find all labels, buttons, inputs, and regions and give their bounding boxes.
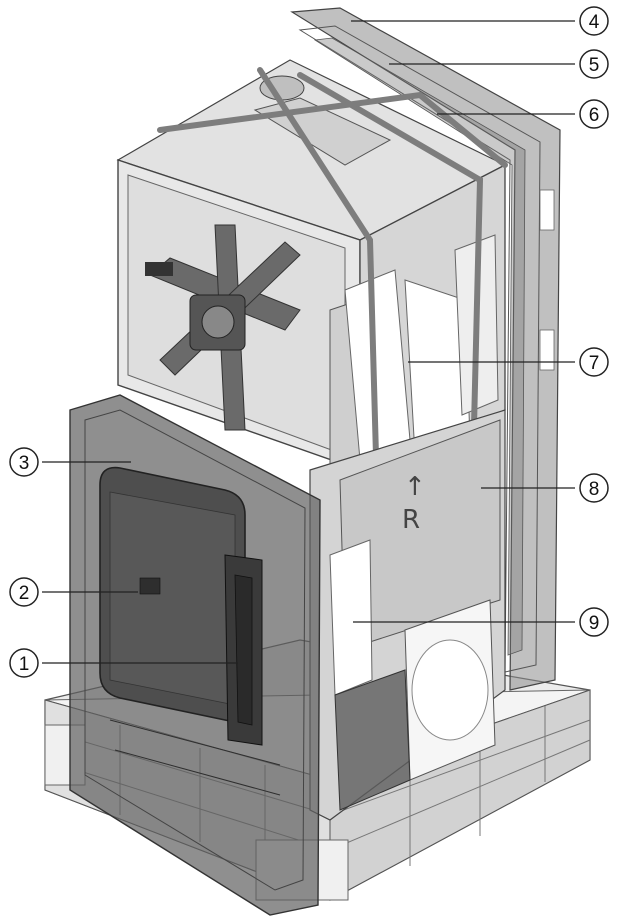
callout-2: 2 — [9, 577, 39, 607]
callout-1: 1 — [9, 648, 39, 678]
callout-7: 7 — [579, 347, 609, 377]
side-marking-arrow: ↑ — [404, 472, 426, 502]
lower-unit-body: ↑ R — [309, 409, 506, 821]
fan-guard-icon — [145, 224, 301, 431]
svg-text:7: 7 — [589, 353, 600, 374]
side-marking-letter: R — [402, 505, 420, 535]
door-handle — [224, 554, 263, 746]
callout-3: 3 — [9, 447, 39, 477]
callout-8: 8 — [579, 473, 609, 503]
callout-6: 6 — [579, 99, 609, 129]
callout-5: 5 — [579, 49, 609, 79]
svg-text:4: 4 — [589, 12, 600, 33]
svg-text:2: 2 — [19, 583, 30, 604]
callout-4: 4 — [579, 6, 609, 36]
svg-text:6: 6 — [589, 105, 600, 126]
callout-9: 9 — [579, 607, 609, 637]
svg-text:8: 8 — [589, 479, 600, 500]
door-panel — [99, 466, 246, 722]
svg-text:3: 3 — [19, 453, 30, 474]
svg-text:9: 9 — [589, 613, 600, 634]
front-protective-frame — [69, 394, 321, 916]
svg-text:1: 1 — [19, 654, 30, 675]
leader-lines — [42, 20, 575, 664]
svg-text:5: 5 — [589, 55, 600, 76]
